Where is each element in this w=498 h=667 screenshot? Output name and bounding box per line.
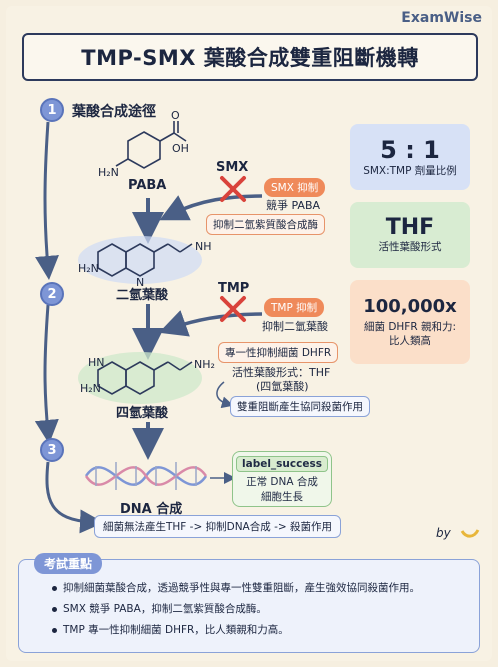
brand-logo: ExamWise bbox=[401, 10, 482, 26]
step-badge-2: 2 bbox=[40, 282, 64, 306]
flow-arrow-left-2 bbox=[34, 304, 59, 444]
thf-panel: THF 活性葉酸形式 bbox=[350, 202, 470, 268]
dihydrofolate-label: 二氫葉酸 bbox=[116, 288, 169, 303]
thf-value: THF bbox=[385, 215, 435, 241]
smx-inhibit-arrow bbox=[159, 194, 263, 221]
double-block-box: 雙重阻斷產生協同殺菌作用 bbox=[230, 396, 370, 417]
key-points-title: 考試重點 bbox=[34, 553, 103, 574]
thf-nh2-label: NH₂ bbox=[194, 358, 215, 371]
smx-compete-label: 競爭 PABA bbox=[266, 199, 321, 212]
thf-hn-label: HN bbox=[88, 356, 105, 369]
key-point-item: 抑制細菌葉酸合成，透過競爭性與專一性雙重阻斷，產生強效協同殺菌作用。 bbox=[52, 580, 420, 595]
dhf-nh-label: NH bbox=[195, 240, 212, 253]
dna-synthesis-label: DNA 合成 bbox=[120, 502, 183, 517]
page-title: TMP-SMX 葉酸合成雙重阻斷機轉 bbox=[81, 46, 419, 70]
thf-structure-icon bbox=[97, 361, 193, 395]
smx-inhibit-box: 抑制二氫紫質酸合成酶 bbox=[206, 214, 325, 235]
step-label-1: 葉酸合成途徑 bbox=[72, 104, 156, 120]
smx-inhibit-badge: SMX 抑制 bbox=[264, 178, 326, 197]
tmp-inhibit-arrow bbox=[158, 310, 263, 337]
smx-drug-label: SMX bbox=[216, 160, 249, 175]
key-point-text-1: 抑制細菌葉酸合成，透過競爭性與專一性雙重阻斷，產生強效協同殺菌作用。 bbox=[63, 582, 420, 594]
dhf-n-label: N bbox=[136, 276, 145, 289]
thf-caption: 活性葉酸形式 bbox=[378, 241, 442, 254]
key-point-text-3: TMP 專一性抑制細菌 DHFR，比人類親和力高。 bbox=[63, 624, 289, 636]
smx-block-x-icon bbox=[220, 176, 246, 202]
paba-structure-icon bbox=[115, 121, 187, 169]
flow-arrow-left-1 bbox=[35, 121, 59, 280]
tmp-inhibit-badge: TMP 抑制 bbox=[264, 298, 325, 317]
step-badge-1: 1 bbox=[40, 98, 64, 122]
paba-o-label: O bbox=[171, 109, 180, 122]
paba-oh-label: OH bbox=[172, 142, 189, 155]
affinity-caption: 細菌 DHFR 親和力: 比人類高 bbox=[363, 320, 457, 347]
key-point-text-2: SMX 競爭 PABA，抑制二氫紫質酸合成酶。 bbox=[63, 603, 267, 615]
key-point-item: SMX 競爭 PABA，抑制二氫紫質酸合成酶。 bbox=[52, 601, 267, 616]
key-points-box bbox=[18, 559, 480, 653]
ratio-value: 5 : 1 bbox=[380, 135, 440, 164]
active-form-sub-label: (四氫葉酸) bbox=[256, 380, 309, 393]
title-box: TMP-SMX 葉酸合成雙重阻斷機轉 bbox=[22, 33, 478, 81]
double-block-bracket bbox=[216, 381, 234, 409]
paba-h2n-label: H₂N bbox=[98, 166, 119, 179]
tmp-drug-label: TMP bbox=[218, 281, 250, 296]
dhf-h2n-label: H₂N bbox=[78, 262, 99, 275]
tmp-block-x-icon bbox=[220, 296, 246, 322]
success-tag: label_success bbox=[236, 456, 328, 472]
thf-glow bbox=[78, 352, 202, 404]
paba-label: PABA bbox=[128, 178, 167, 193]
key-point-item: TMP 專一性抑制細菌 DHFR，比人類親和力高。 bbox=[52, 622, 289, 637]
bottom-path-box: 細菌無法產生THF -> 抑制DNA合成 -> 殺菌作用 bbox=[94, 515, 341, 538]
flow-arrow-left-3 bbox=[45, 461, 104, 534]
success-line-2: 細胞生長 bbox=[261, 491, 303, 503]
dhf-structure-icon bbox=[97, 243, 193, 277]
dna-helix-icon bbox=[84, 462, 208, 490]
ratio-panel: 5 : 1 SMX:TMP 劑量比例 bbox=[350, 124, 470, 190]
tmp-specific-box: 專一性抑制細菌 DHFR bbox=[218, 342, 339, 363]
signature-banana-icon bbox=[460, 529, 480, 538]
tetrahydrofolate-label: 四氫葉酸 bbox=[116, 406, 169, 421]
thf-h2n-label: H₂N bbox=[80, 382, 101, 395]
dhf-glow bbox=[78, 236, 202, 284]
success-box: label_success 正常 DNA 合成 細胞生長 bbox=[232, 451, 332, 507]
tmp-inhibit-label: 抑制二氫葉酸 bbox=[262, 320, 328, 333]
signature: by bbox=[436, 526, 451, 540]
active-form-label: 活性葉酸形式：THF bbox=[232, 366, 331, 379]
affinity-panel: 100,000x 細菌 DHFR 親和力: 比人類高 bbox=[350, 280, 470, 364]
success-line-1: 正常 DNA 合成 bbox=[246, 476, 318, 488]
ratio-caption: SMX:TMP 劑量比例 bbox=[363, 164, 457, 177]
step-badge-3: 3 bbox=[40, 438, 64, 462]
affinity-value: 100,000x bbox=[363, 295, 457, 317]
